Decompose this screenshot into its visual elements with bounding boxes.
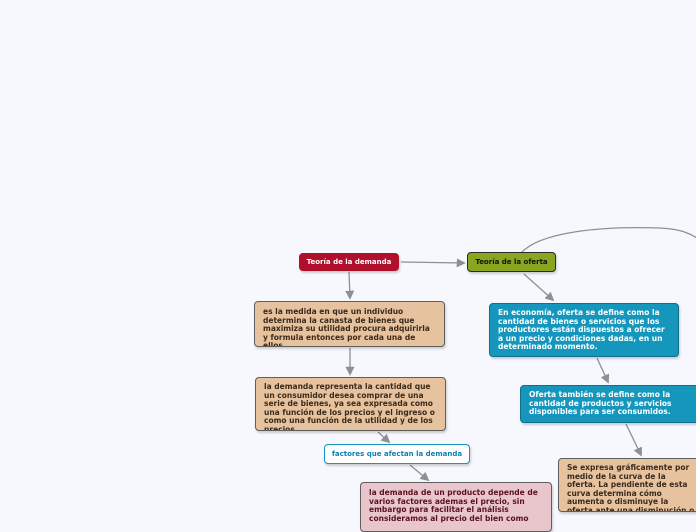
link-economia-tambien	[596, 357, 610, 384]
connector-layer	[345, 227, 696, 482]
link-demanda-def	[345, 271, 355, 300]
link-representa-factores	[377, 431, 391, 444]
node-demanda-representa[interactable]: la demanda representa la cantidad que un…	[255, 377, 446, 431]
node-curva-oferta[interactable]: Se expresa gráficamente por medio de la …	[558, 458, 696, 512]
link-factores-desc	[409, 464, 430, 482]
link-oferta-far	[520, 227, 696, 254]
node-teoria-oferta[interactable]: Teoría de la oferta	[467, 252, 556, 272]
node-definicion-demanda[interactable]: es la medida en que un individuo determi…	[254, 301, 445, 347]
link-tambien-grafica	[625, 423, 642, 457]
node-teoria-demanda[interactable]: Teoría de la demanda	[299, 253, 399, 271]
link-oferta-economia	[523, 273, 555, 302]
node-factores-descripcion[interactable]: la demanda de un producto depende de var…	[360, 482, 552, 532]
node-factores-demanda[interactable]: factores que afectan la demanda	[324, 444, 470, 464]
node-economia-oferta[interactable]: En economía, oferta se define como la ca…	[489, 303, 679, 357]
link-demanda-oferta	[400, 258, 466, 268]
node-oferta-tambien[interactable]: Oferta también se define como la cantida…	[520, 385, 696, 423]
